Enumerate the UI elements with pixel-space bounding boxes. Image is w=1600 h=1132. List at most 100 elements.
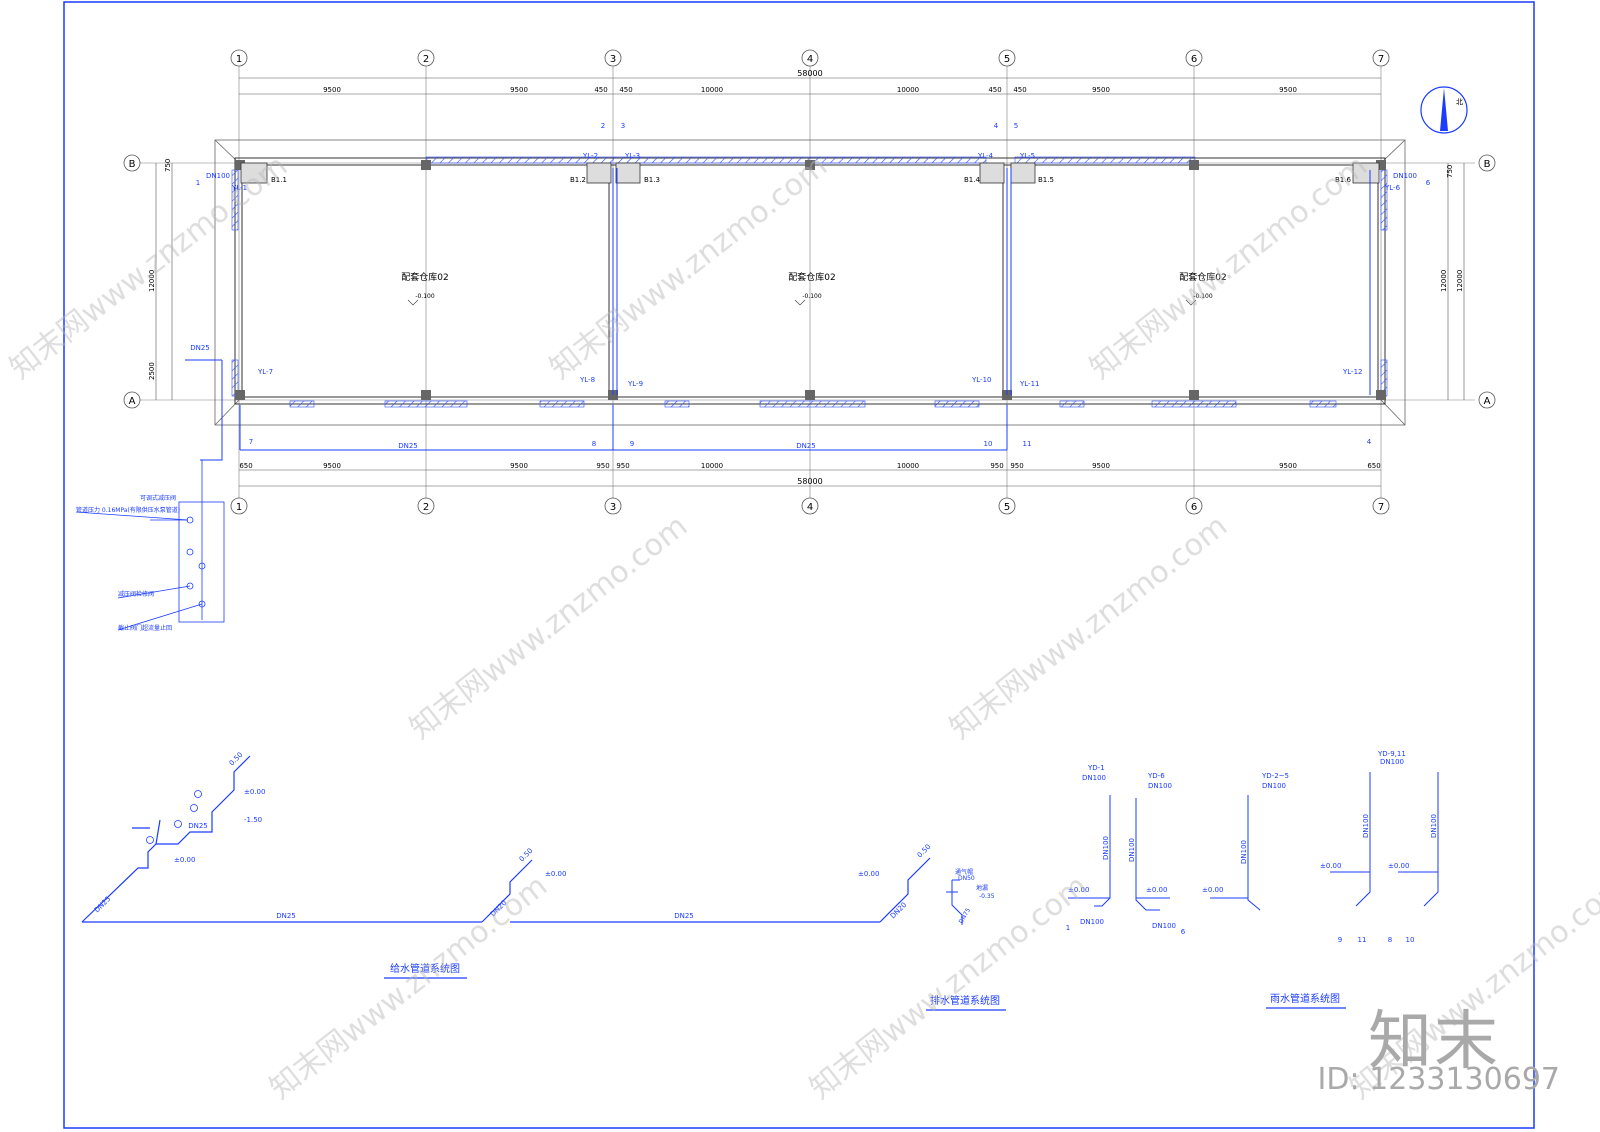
room-label-1: 配套仓库02 (401, 271, 448, 283)
legend-note-pressure: 管道压力 0.16MPa(有限供压水泵管道) (76, 506, 180, 514)
pipe-num-1: 1 (196, 179, 200, 187)
column-tag-b1-5: B1.5 (1038, 176, 1054, 184)
dim-bottom-2: 9500 (510, 462, 528, 470)
axis-label-bottom-4: 4 (807, 502, 813, 513)
supply-elev-050-c: 0.50 (916, 843, 933, 860)
room-elev-1: -0.100 (415, 293, 435, 300)
dim-top-9: 9500 (1279, 86, 1297, 94)
pipe-tag-yl-8: YL-8 (579, 376, 595, 384)
image-id: ID: 1233130697 (1317, 1062, 1560, 1097)
watermark-3: 知末网www.znzmo.com (1083, 148, 1374, 386)
pipe-num-4b: 4 (1367, 438, 1372, 446)
supply-elev-minus150: -1.50 (244, 816, 262, 824)
watermark-6: 知末网www.znzmo.com (263, 868, 554, 1106)
rain-dn100-bot-6: DN100 (1152, 922, 1176, 930)
axis-label-bottom-5: 5 (1004, 502, 1010, 513)
axis-label-top-1: 1 (236, 54, 242, 65)
row-label-right-a: A (1484, 396, 1491, 407)
row-label-left-b: B (129, 159, 136, 170)
pipe-number-markers: 1 2 3 4 5 6 7 8 9 10 11 4 (196, 122, 1431, 448)
pipe-tag-yl-4: YL-4 (977, 152, 994, 160)
dim-top-1: 9500 (510, 86, 528, 94)
rain-dn100-1: DN100 (1082, 774, 1106, 782)
drain-label-dn50: DN50 (958, 875, 975, 882)
pipe-tag-yl-6: YL-6 (1384, 184, 1401, 192)
column-tag-b1-3: B1.3 (644, 176, 660, 184)
pipe-tag-yl-10: YL-10 (971, 376, 992, 384)
dim-top-4: 10000 (701, 86, 723, 94)
supply-system-title: 给水管道系统图 (390, 962, 460, 975)
axis-label-bottom-1: 1 (236, 502, 242, 513)
rain-elev-2: ±0.00 (1202, 886, 1223, 894)
supply-dn25-diag: DN25 (93, 895, 112, 914)
column-tag-b1-4: B1.4 (964, 176, 980, 184)
drain-label-vent: 通气帽 (955, 868, 973, 876)
rain-elev-6: ±0.00 (1146, 886, 1167, 894)
pipe-tag-yl-5: YL-5 (1019, 152, 1035, 160)
pipe-tag-yl-3: YL-3 (624, 152, 640, 160)
pipe-num-7: 7 (249, 438, 253, 446)
dim-bottom-9: 9500 (1092, 462, 1110, 470)
rain-system-title: 雨水管道系统图 (1270, 992, 1340, 1005)
dim-bottom-10: 9500 (1279, 462, 1297, 470)
pipe-num-6: 6 (1426, 179, 1431, 187)
drain-system-title: 排水管道系统图 (930, 994, 1000, 1007)
dim-bottom-11: 650 (1367, 462, 1380, 470)
drain-elev: -0.35 (979, 893, 995, 900)
legend-note-gate: 截止阀门超流量止回 (118, 624, 172, 632)
dimension-lines-bottom (239, 469, 1381, 487)
drain-label-floor: 地漏 (976, 884, 988, 892)
pipe-tag-yl-12: YL-12 (1342, 368, 1363, 376)
rain-num-8: 8 (1388, 936, 1392, 944)
axis-label-top-5: 5 (1004, 54, 1010, 65)
rain-dn100-bot-1: DN100 (1080, 918, 1104, 926)
watermark-5: 知末网www.znzmo.com (943, 508, 1234, 746)
room-label-3: 配套仓库02 (1179, 271, 1226, 283)
legend-note-check: 减压阀检修阀 (118, 590, 154, 598)
supply-dn25-riser: DN25 (188, 822, 208, 830)
pipe-tag-yl-2: YL-2 (582, 152, 598, 160)
dim-top-5: 10000 (897, 86, 919, 94)
pipe-num-10: 10 (984, 440, 993, 448)
sheet-frame (63, 1, 1535, 1129)
rain-elev-8: ±0.00 (1388, 862, 1409, 870)
pipe-label-dn25-bottom-2: DN25 (796, 442, 816, 450)
dim-bottom-7: 950 (990, 462, 1003, 470)
dim-bottom-1: 9500 (323, 462, 341, 470)
pipe-label-dn100-left: DN100 (206, 172, 230, 180)
pipe-num-4: 4 (994, 122, 999, 130)
pipe-num-8: 8 (592, 440, 596, 448)
dim-bottom-0: 650 (239, 462, 252, 470)
dim-total-bottom: 58000 (797, 477, 822, 486)
row-label-left-a: A (129, 396, 136, 407)
dimension-lines-top (239, 77, 1381, 95)
rain-dn100-2: DN100 (1262, 782, 1286, 790)
plan-pipes (185, 168, 1371, 461)
hatched-walls (231, 156, 1388, 408)
supply-elev-000-c: ±0.00 (545, 870, 566, 878)
drain-system-pipes (946, 879, 963, 925)
dim-top-3: 450 (619, 86, 632, 94)
pipe-tag-yl-7: YL-7 (257, 368, 273, 376)
side-dim-left-12000: 12000 (148, 270, 156, 292)
row-bubbles (123, 154, 1496, 409)
side-dim-left-2500: 2500 (148, 362, 156, 380)
brand-logo: 知末 (1368, 1005, 1500, 1079)
rain-num-9: 9 (1338, 936, 1342, 944)
rain-dn100-riser-6: DN100 (1128, 838, 1136, 862)
side-dim-right-750: 750 (1446, 165, 1454, 178)
legend-note-reducer: 可调式减压阀 (140, 494, 176, 502)
rain-dn100-riser-2: DN100 (1240, 840, 1248, 864)
supply-elev-050-a: 0.50 (228, 751, 245, 768)
watermark-1: 知末网www.znzmo.com (3, 148, 294, 386)
supply-dn25-main-2: DN25 (674, 912, 694, 920)
rain-dn100-riser-1: DN100 (1102, 836, 1110, 860)
room-elev-3: -0.100 (1193, 293, 1213, 300)
column-tag-b1-6: B1.6 (1335, 176, 1351, 184)
rain-tag-yd2-5: YD-2~5 (1261, 772, 1289, 780)
supply-elev-000-b: ±0.00 (174, 856, 195, 864)
dim-top-6: 450 (988, 86, 1001, 94)
axis-label-top-7: 7 (1378, 54, 1384, 65)
north-label: 北 (1456, 98, 1463, 106)
